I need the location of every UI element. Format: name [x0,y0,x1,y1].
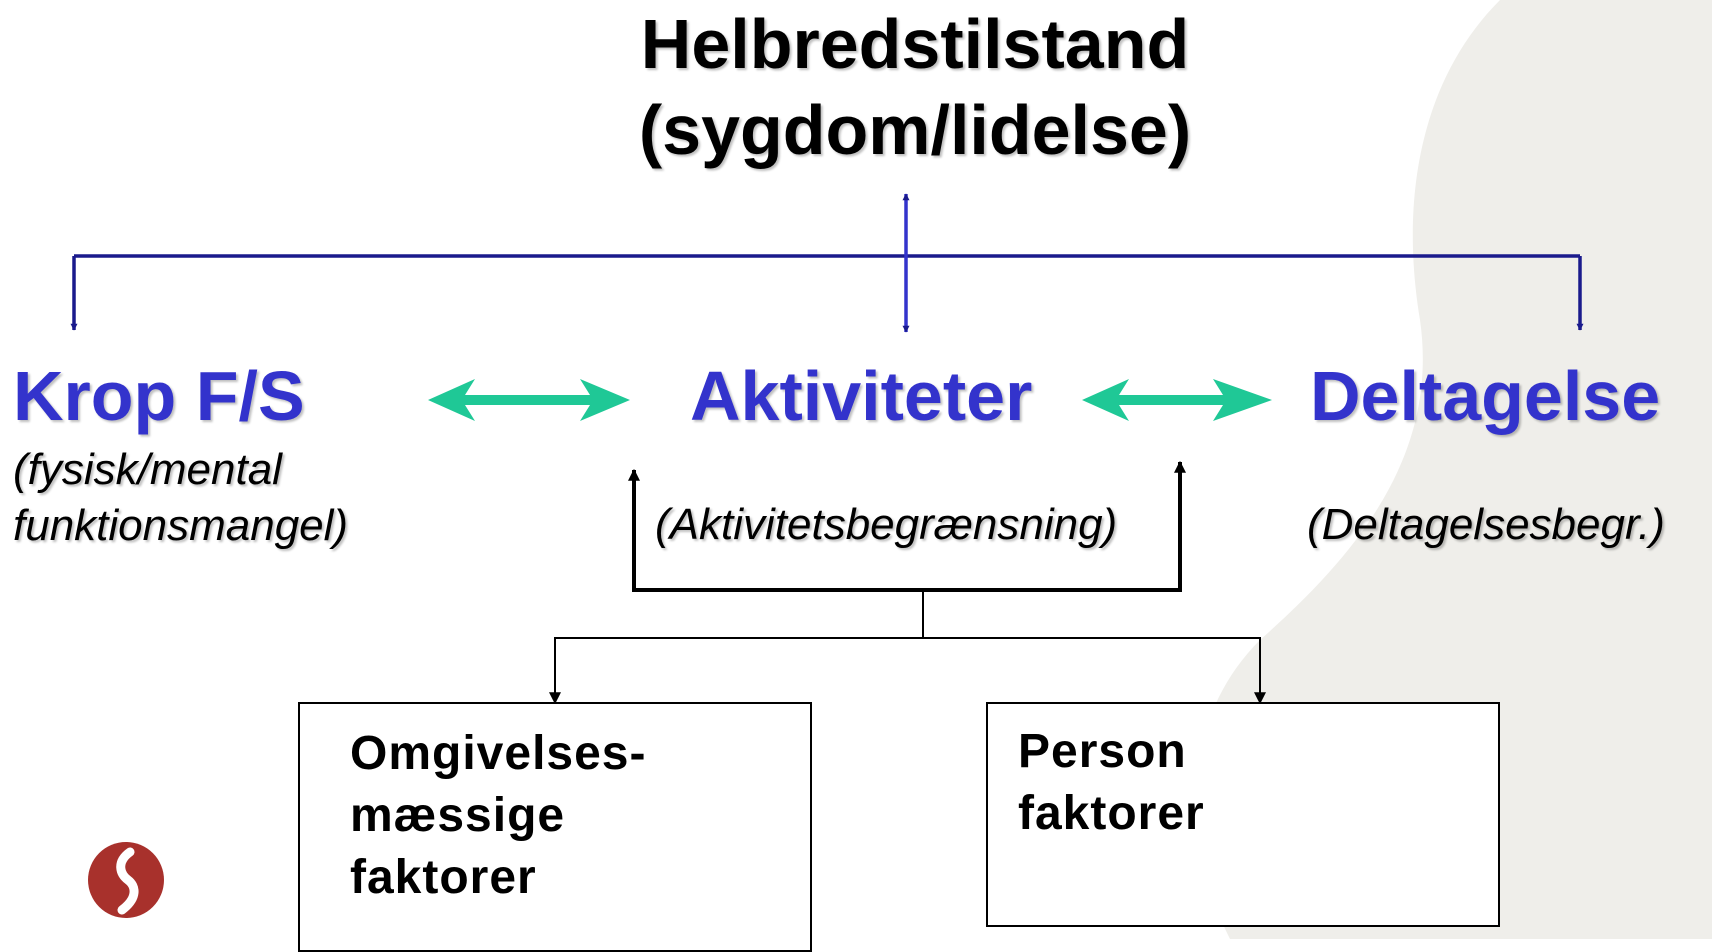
aktiviteter-deltagelse-arrow [1082,379,1272,421]
node-aktiviteter-subtitle: (Aktivitetsbegrænsning) [655,500,1118,549]
node-deltagelse-subtitle: (Deltagelsesbegr.) [1307,500,1665,549]
krop-aktiviteter-arrow [428,379,630,421]
node-deltagelse-label: Deltagelse [1310,357,1661,435]
environmental-factors-line2: mæssige [350,789,566,842]
organization-logo [88,842,164,918]
health-condition-title-line1: Helbredstilstand [640,5,1190,83]
green-double-arrows [428,379,1272,421]
personal-factors-box [986,702,1500,927]
environmental-factors-line3: faktorer [350,851,537,904]
node-krop-subtitle-line2: funktionsmangel) [13,501,349,550]
personal-factors-line1: Person [1018,725,1187,778]
health-condition-title-line2: (sygdom/lidelse) [638,91,1192,169]
title-tree-connector [70,254,1584,331]
factors-bracket [549,460,1266,705]
node-krop-subtitle-line1: (fysisk/mental [13,445,282,494]
node-aktiviteter-label: Aktiviteter [690,357,1033,435]
node-krop-label: Krop F/S [13,357,305,435]
environmental-factors-line1: Omgivelses- [350,727,647,780]
personal-factors-line2: faktorer [1018,787,1205,840]
